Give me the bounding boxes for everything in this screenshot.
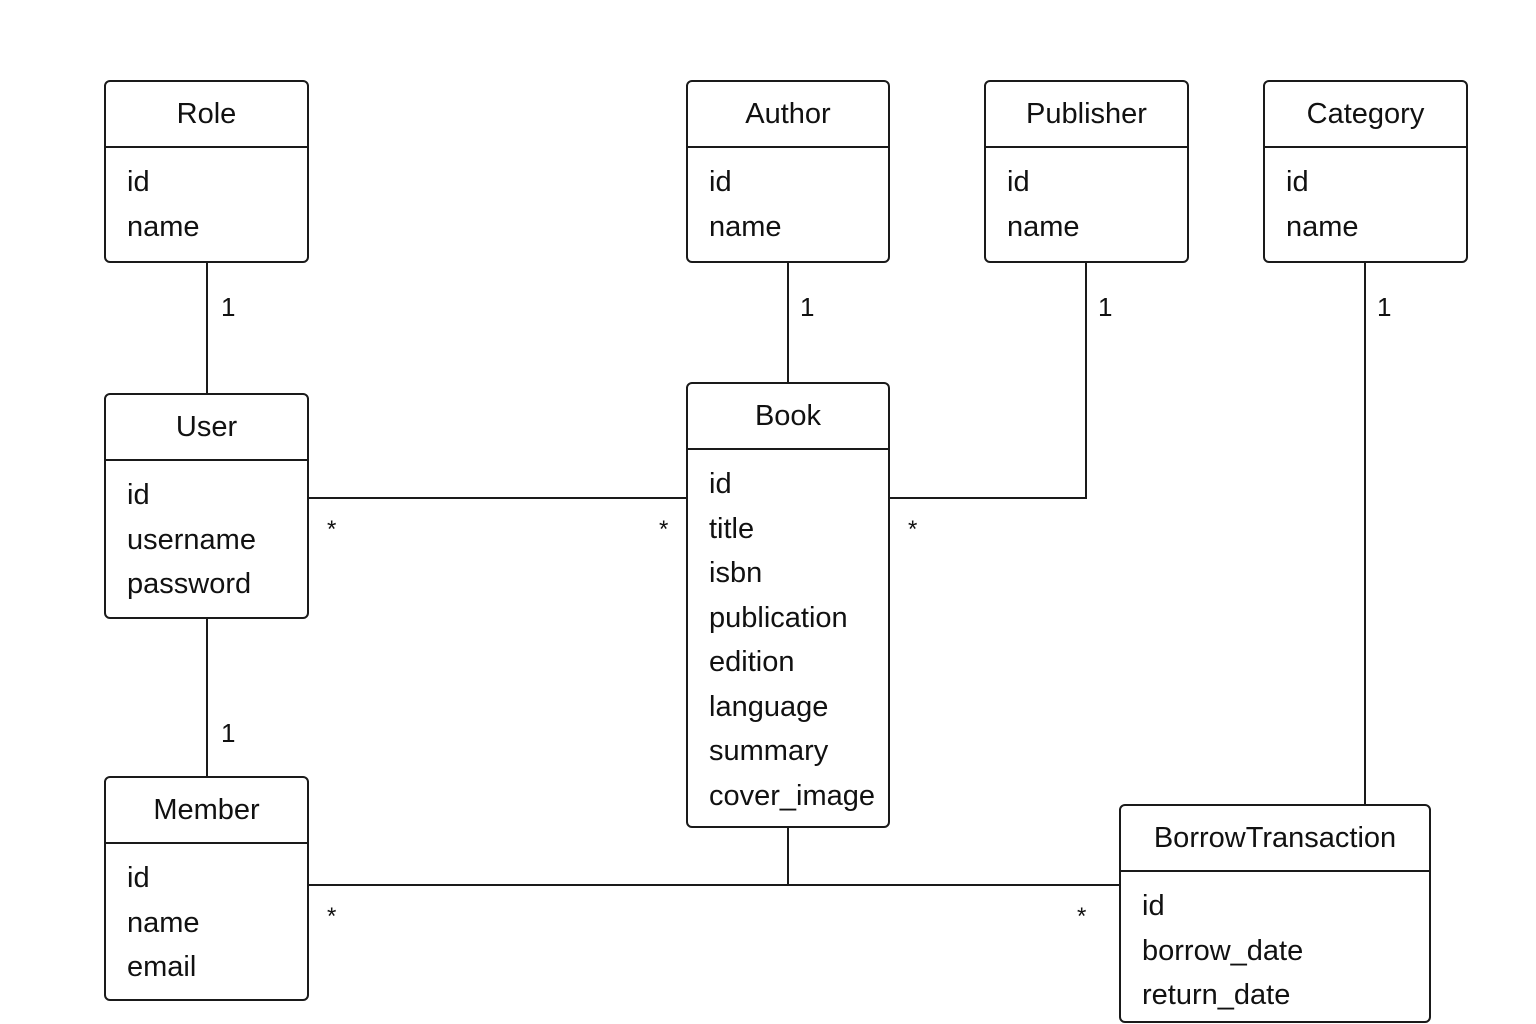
entity-publisher[interactable]: Publisher id name — [984, 80, 1189, 263]
connector-publisher-book — [889, 263, 1087, 499]
entity-author[interactable]: Author id name — [686, 80, 890, 263]
entity-borrowtransaction-attributes: id borrow_date return_date — [1121, 872, 1429, 1018]
entity-user-attributes: id username password — [106, 461, 307, 607]
entity-user[interactable]: User id username password — [104, 393, 309, 619]
attribute: email — [127, 951, 197, 983]
multiplicity-book-publisher: * — [908, 516, 918, 543]
entity-role[interactable]: Role id name — [104, 80, 309, 263]
multiplicity-role-user: 1 — [221, 292, 236, 322]
attribute: name — [127, 210, 200, 243]
attribute: isbn — [709, 557, 763, 589]
attribute: language — [709, 690, 829, 723]
attribute: name — [709, 210, 782, 243]
attribute: edition — [709, 646, 795, 678]
attribute: id — [1007, 166, 1030, 198]
attribute: borrow_date — [1142, 934, 1304, 967]
attribute: id — [1142, 890, 1165, 922]
attribute: id — [709, 468, 732, 500]
multiplicity-user-book-user-side: * — [327, 516, 337, 543]
entity-author-attributes: id name — [688, 148, 888, 249]
multiplicity-member-borrowtransaction-transaction-side: * — [1077, 903, 1087, 930]
entity-borrowtransaction[interactable]: BorrowTransaction id borrow_date return_… — [1119, 804, 1431, 1023]
entity-category[interactable]: Category id name — [1263, 80, 1468, 263]
entity-book-attributes: id title isbn publication edition langua… — [688, 450, 888, 818]
entity-member[interactable]: Member id name email — [104, 776, 309, 1001]
attribute: username — [127, 523, 256, 556]
multiplicity-author-book: 1 — [800, 292, 815, 322]
attribute: id — [127, 479, 150, 511]
multiplicity-user-member: 1 — [221, 718, 236, 748]
attribute: publication — [709, 601, 848, 634]
attribute: title — [709, 512, 755, 545]
attribute: id — [709, 166, 732, 198]
entity-user-name: User — [106, 395, 307, 461]
entity-publisher-attributes: id name — [986, 148, 1187, 249]
entity-role-attributes: id name — [106, 148, 307, 249]
multiplicity-member-borrowtransaction-member-side: * — [327, 903, 337, 930]
multiplicity-user-book-book-side: * — [659, 516, 669, 543]
entity-category-attributes: id name — [1265, 148, 1466, 249]
entity-role-name: Role — [106, 82, 307, 148]
attribute: summary — [709, 735, 829, 767]
entity-member-attributes: id name email — [106, 844, 307, 990]
attribute: password — [127, 568, 252, 600]
attribute: name — [1007, 210, 1080, 243]
entity-book-name: Book — [688, 384, 888, 450]
entity-member-name: Member — [106, 778, 307, 844]
entity-category-name: Category — [1265, 82, 1466, 148]
attribute: return_date — [1142, 979, 1291, 1011]
attribute: id — [127, 862, 150, 894]
attribute: id — [1286, 166, 1309, 198]
multiplicity-publisher-book: 1 — [1098, 292, 1113, 322]
attribute: cover_image — [709, 779, 876, 812]
entity-book[interactable]: Book id title isbn publication edition l… — [686, 382, 890, 828]
entity-author-name: Author — [688, 82, 888, 148]
attribute: id — [127, 166, 150, 198]
attribute: name — [127, 906, 200, 939]
entity-publisher-name: Publisher — [986, 82, 1187, 148]
attribute: name — [1286, 210, 1359, 243]
entity-borrowtransaction-name: BorrowTransaction — [1121, 806, 1429, 872]
multiplicity-category-borrowtransaction: 1 — [1377, 292, 1392, 322]
